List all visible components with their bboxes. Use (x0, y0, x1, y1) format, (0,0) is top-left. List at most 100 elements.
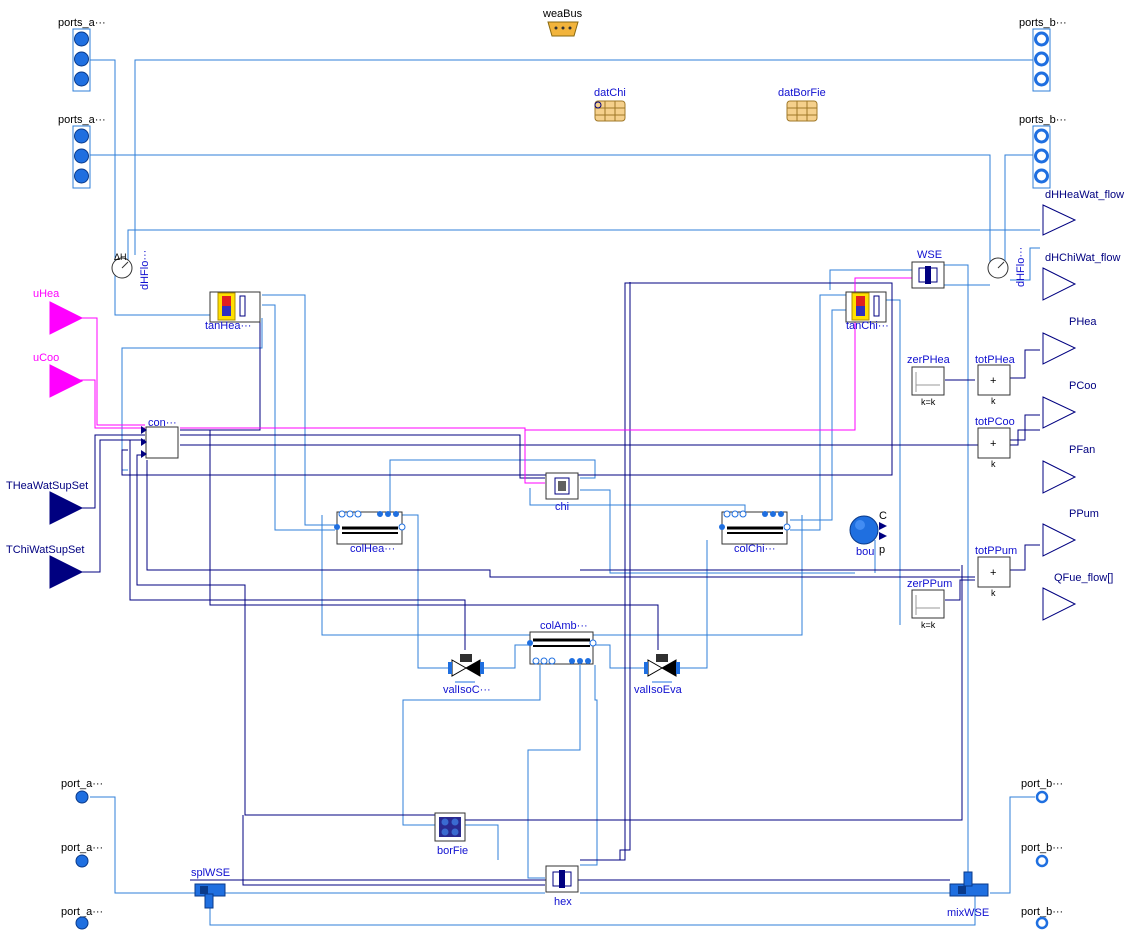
tanChi[interactable]: tanChi··· (845, 291, 889, 332)
line-tanHea-colHea (262, 294, 335, 526)
output-PFan[interactable]: PFan (1042, 444, 1095, 494)
ports-b-array-2[interactable]: ports_b··· (1019, 114, 1067, 189)
sig-THeaWat (80, 434, 145, 509)
port-b-1-label: port_b··· (1021, 778, 1063, 790)
line-tanHea-2 (262, 304, 335, 531)
sig-totPHea-out (1010, 349, 1040, 379)
datChi[interactable]: datChi (594, 87, 626, 122)
valIsoEva[interactable]: valIsoEva (634, 654, 683, 696)
zerPPum-k: k=k (921, 620, 936, 630)
line-tanChi-down (884, 299, 901, 625)
sig-con-valIsoCon (129, 439, 466, 650)
ports-b-array-2-label: ports_b··· (1019, 114, 1067, 126)
uCoo-label: uCoo (33, 352, 59, 364)
isolation-valve-icon (647, 659, 664, 677)
line-mix-portb (990, 796, 1035, 894)
output-dHHeaWat_flow[interactable]: dHHeaWat_flow (1042, 189, 1124, 236)
sig-zerPPum (945, 579, 975, 601)
chi[interactable]: chi (545, 472, 579, 513)
port-a-3-label: port_a··· (61, 906, 103, 918)
bou[interactable]: C p bou (849, 510, 887, 558)
port-a-2[interactable]: port_a··· (61, 842, 103, 868)
datBorFie[interactable]: datBorFie (778, 87, 826, 122)
colChi[interactable]: colChi··· (719, 510, 791, 555)
bou-C-label: C (879, 510, 887, 522)
dHFlo-sensor-2[interactable]: dHFlo··· (987, 247, 1027, 287)
real-output-icon (1042, 204, 1077, 236)
sig-con-ppum (146, 460, 975, 578)
port-b-3[interactable]: port_b··· (1021, 906, 1063, 930)
port-a-3[interactable]: port_a··· (61, 906, 103, 930)
totPCoo[interactable]: totPCoo + k (975, 416, 1015, 469)
fluid-port-icon (74, 51, 89, 67)
line-valIsoCon-colAmb (480, 644, 530, 669)
svg-text:ΔH: ΔH (114, 252, 127, 262)
output-dHChiWat_flow[interactable]: dHChiWat_flow (1042, 252, 1120, 301)
borFie-label: borFie (437, 845, 468, 857)
TChiWatSupSet-label: TChiWatSupSet (6, 544, 84, 556)
output-QFue_flow[interactable]: QFue_flow[] (1042, 572, 1113, 621)
dHFlo2-label: dHFlo··· (1015, 247, 1027, 287)
colAmb[interactable]: colAmb··· (527, 620, 597, 665)
con-label: con··· (148, 417, 177, 429)
zerPHea[interactable]: zerPHea k=k (907, 354, 951, 407)
fluid-port-icon (74, 71, 89, 87)
input-TChiWatSupSet[interactable]: TChiWatSupSet (6, 544, 84, 589)
dHChiWat-label: dHChiWat_flow (1045, 252, 1120, 264)
port-a-2-label: port_a··· (61, 842, 103, 854)
line-dhflo1 (127, 229, 1040, 270)
WSE[interactable]: WSE (911, 249, 945, 289)
line-ports-b-2 (1004, 154, 1035, 262)
borFie[interactable]: borFie (434, 812, 468, 857)
mixWSE[interactable]: mixWSE (947, 871, 989, 919)
parameter-record-icon (594, 100, 626, 122)
sig-totPCoo (180, 429, 1040, 446)
input-uCoo[interactable]: uCoo (33, 352, 84, 398)
ports-a-array-1[interactable]: ports_a··· (58, 17, 106, 92)
output-PHea[interactable]: PHea (1042, 316, 1097, 365)
mag-uHea (80, 317, 145, 426)
zerPPum-label: zerPPum (907, 578, 952, 590)
line-colAmb-valIsoEva (593, 644, 648, 669)
line-colHea-chi (389, 459, 596, 515)
dHFlo-sensor-1[interactable]: ΔH dHFlo··· (111, 250, 151, 290)
zerPHea-k: k=k (921, 397, 936, 407)
bou-p-label: p (879, 544, 885, 556)
ports-a-array-1-label: ports_a··· (58, 17, 106, 29)
totPHea[interactable]: totPHea + k (975, 354, 1016, 406)
control-input-connections (80, 277, 912, 573)
port-a-1[interactable]: port_a··· (61, 778, 103, 804)
splWSE[interactable]: splWSE (191, 867, 230, 909)
bou-label: bou (856, 546, 874, 558)
sig-hex-vert (619, 282, 631, 860)
zerPPum[interactable]: zerPPum k=k (907, 578, 952, 630)
zerPHea-label: zerPHea (907, 354, 951, 366)
port-b-3-label: port_b··· (1021, 906, 1063, 918)
colHea[interactable]: colHea··· (334, 510, 406, 555)
weaBus[interactable]: weaBus (542, 8, 583, 37)
valIsoCon[interactable]: valIsoC··· (443, 654, 491, 696)
sig-ppum-borfie (465, 565, 963, 821)
totPPum[interactable]: totPPum + k (975, 545, 1017, 598)
ports-a-array-2[interactable]: ports_a··· (58, 114, 106, 189)
hex[interactable]: hex (545, 865, 579, 908)
line-colAmb-borFie (402, 665, 541, 826)
real-input-icon (49, 555, 84, 589)
con-controller[interactable]: con··· (141, 417, 179, 459)
line-wse-tanChi (829, 269, 912, 290)
port-b-2[interactable]: port_b··· (1021, 842, 1063, 868)
input-uHea[interactable]: uHea (33, 288, 84, 335)
input-THeaWatSupSet[interactable]: THeaWatSupSet (6, 480, 88, 525)
real-input-icon (49, 301, 84, 335)
tanChi-label: tanChi··· (846, 320, 889, 332)
port-a-1-label: port_a··· (61, 778, 103, 790)
valIsoEva-label: valIsoEva (634, 684, 683, 696)
port-b-1[interactable]: port_b··· (1021, 778, 1063, 804)
line-borFie (465, 824, 499, 860)
tanHea[interactable]: tanHea··· (205, 291, 261, 332)
output-PPum[interactable]: PPum (1042, 508, 1099, 557)
output-PCoo[interactable]: PCoo (1042, 380, 1097, 429)
line-tanChi-colChi (790, 294, 848, 531)
ports-b-array-1[interactable]: ports_b··· (1019, 17, 1067, 92)
